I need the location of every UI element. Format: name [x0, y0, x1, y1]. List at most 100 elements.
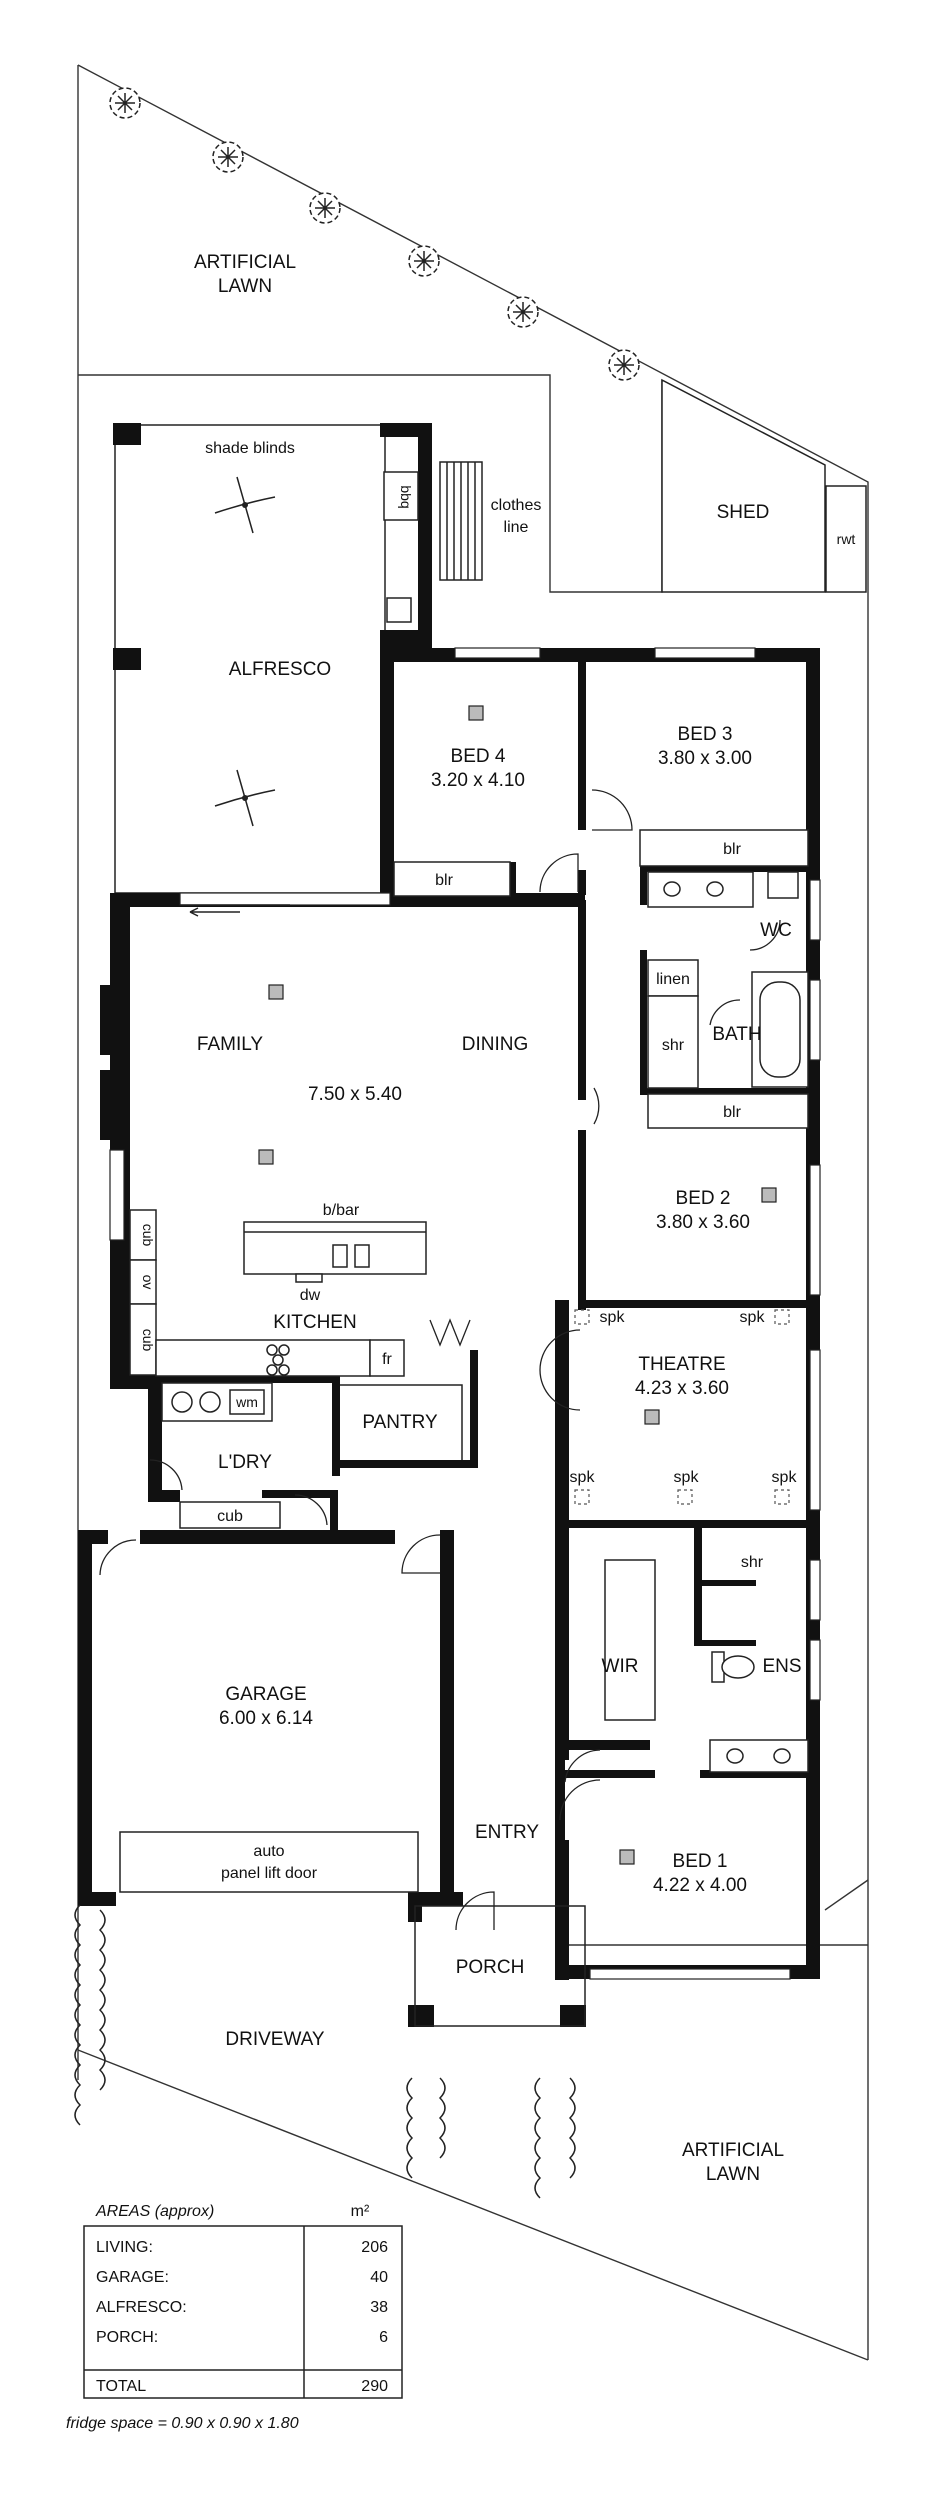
pantry: PANTRY	[340, 1384, 463, 1460]
speaker-label: spk	[772, 1469, 798, 1486]
dining-label: DINING	[462, 1034, 529, 1055]
bbq-label: bbq	[398, 485, 414, 508]
tree-icon	[109, 87, 141, 119]
ensuite-wir: WIR shr ENS	[602, 1554, 809, 1773]
speaker-label: spk	[570, 1469, 596, 1486]
door-pantry-bifold	[429, 1318, 471, 1347]
bed1: BED 1 4.22 x 4.00	[619, 1849, 747, 1896]
bed1-size: 4.22 x 4.00	[653, 1875, 747, 1896]
porch-label: PORCH	[456, 1957, 525, 1978]
artificial-lawn-label-bottom-1: ARTIFICIAL	[682, 2140, 784, 2161]
cupboard-label: cub	[140, 1224, 156, 1247]
cupboard-label: cub	[140, 1329, 156, 1352]
smoke-detector-icon	[644, 1409, 660, 1425]
smoke-detector-icon	[761, 1187, 777, 1203]
door-theatre-2	[539, 1369, 581, 1411]
family-label: FAMILY	[197, 1034, 263, 1055]
doors	[99, 789, 781, 1931]
laundry-cupboard-label: cub	[217, 1508, 243, 1525]
shed-label: SHED	[717, 502, 770, 523]
speaker-icon	[574, 1489, 590, 1505]
areas-table: AREAS (approx) m² LIVING: 206 GARAGE: 40…	[83, 2203, 403, 2399]
speaker-icon	[774, 1489, 790, 1505]
theatre: spk spk spk spk spk THEATRE 4.23 x 3.60	[570, 1309, 798, 1505]
bed1-label: BED 1	[673, 1851, 728, 1872]
wir-label: WIR	[602, 1656, 639, 1677]
garage-size: 6.00 x 6.14	[219, 1708, 313, 1729]
bath-shower-label: shr	[662, 1037, 685, 1054]
shade-blinds-label: shade blinds	[205, 440, 295, 457]
speaker-icon	[574, 1309, 590, 1325]
area-total-value: 290	[361, 2378, 388, 2395]
dishwasher-label: dw	[300, 1287, 321, 1304]
garage: GARAGE 6.00 x 6.14 auto panel lift door	[119, 1684, 419, 1893]
bed4: blr BED 4 3.20 x 4.10	[393, 705, 525, 897]
fridge-label: fr	[382, 1351, 392, 1368]
laundry: wm L'DRY cub	[161, 1382, 281, 1529]
speaker-label: spk	[600, 1309, 626, 1326]
artificial-lawn-label-top-1: ARTIFICIAL	[194, 252, 296, 273]
hedge-shrubs	[74, 1904, 576, 2199]
door-ldry	[99, 1539, 137, 1576]
area-row-value: 6	[379, 2329, 388, 2346]
area-row-value: 38	[370, 2299, 388, 2316]
door-bed2	[593, 1087, 600, 1125]
speaker-icon	[774, 1309, 790, 1325]
clothes-line-label-2: line	[504, 519, 529, 536]
ens-label: ENS	[762, 1656, 801, 1677]
alfresco-label: ALFRESCO	[229, 659, 331, 680]
ceiling-fan-icon	[214, 476, 276, 534]
area-row-value: 206	[361, 2239, 388, 2256]
windows	[109, 647, 821, 1980]
wc-label: WC	[760, 920, 792, 941]
bed3-size: 3.80 x 3.00	[658, 748, 752, 769]
speaker-label: spk	[740, 1309, 766, 1326]
bed2-size: 3.80 x 3.60	[656, 1212, 750, 1233]
door-bath	[709, 999, 741, 1026]
alfresco: bbq shade blinds ALFRESCO	[113, 423, 432, 894]
family-size: 7.50 x 5.40	[308, 1084, 402, 1105]
breakfast-bar-label: b/bar	[323, 1202, 360, 1219]
area-total-label: TOTAL	[96, 2378, 146, 2395]
tree-icon	[309, 192, 341, 224]
trees-row	[109, 87, 640, 381]
garage-door-label-2: panel lift door	[221, 1865, 318, 1882]
area-row-value: 40	[370, 2269, 388, 2286]
speaker-icon	[677, 1489, 693, 1505]
smoke-detector-icon	[468, 705, 484, 721]
laundry-label: L'DRY	[218, 1452, 272, 1473]
bed2-robe-label: blr	[723, 1104, 741, 1121]
smoke-detector-icon	[268, 984, 284, 1000]
bed2-label: BED 2	[676, 1188, 731, 1209]
clothes-line: clothes line	[439, 461, 541, 581]
garage-door-label-1: auto	[253, 1843, 284, 1860]
tree-icon	[608, 349, 640, 381]
door-theatre-1	[539, 1329, 581, 1371]
tree-icon	[507, 296, 539, 328]
artificial-lawn-label-top-2: LAWN	[218, 276, 272, 297]
tree-icon	[408, 245, 440, 277]
door-wc	[749, 919, 781, 951]
rainwater-tank: rwt	[825, 485, 867, 593]
driveway-label: DRIVEWAY	[225, 2029, 325, 2050]
smoke-detector-icon	[619, 1849, 635, 1865]
artificial-lawn-label-bottom-2: LAWN	[706, 2164, 760, 2185]
bed4-robe-label: blr	[435, 872, 453, 889]
family-dining-kitchen: FAMILY DINING 7.50 x 5.40 b/bar dw KITCH…	[129, 904, 529, 1377]
area-row-label: LIVING:	[96, 2239, 153, 2256]
bathroom-zone: linen shr BATH WC	[647, 871, 809, 1089]
shed: SHED	[661, 378, 826, 593]
fridge-space-note: fridge space = 0.90 x 0.90 x 1.80	[66, 2415, 299, 2432]
door-garage	[401, 1534, 441, 1574]
bed2: blr BED 2 3.80 x 3.60	[647, 1093, 809, 1233]
areas-title: AREAS (approx)	[95, 2203, 214, 2220]
cooktop-icon	[266, 1344, 290, 1376]
area-row-label: PORCH:	[96, 2329, 158, 2346]
area-row-label: GARAGE:	[96, 2269, 169, 2286]
door-ldry-2	[149, 1459, 183, 1491]
areas-unit: m²	[351, 2203, 370, 2220]
door-wir	[564, 1749, 601, 1783]
bed4-label: BED 4	[451, 746, 506, 767]
door-bed4	[539, 853, 579, 893]
theatre-size: 4.23 x 3.60	[635, 1378, 729, 1399]
